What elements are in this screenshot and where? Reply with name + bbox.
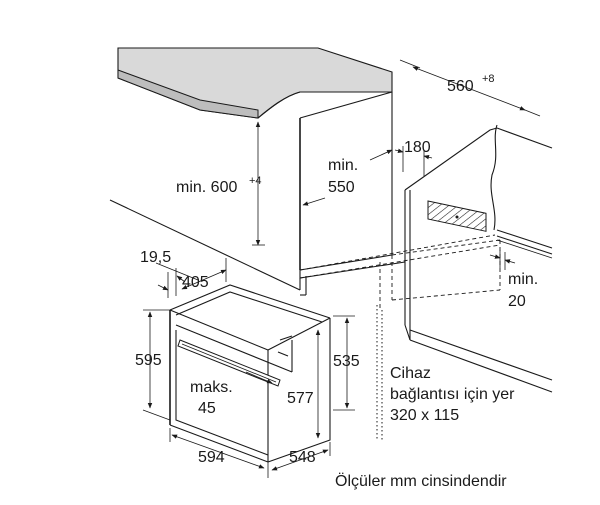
- connection-note: Cihaz bağlantısı için yer 320 x 115: [390, 365, 515, 424]
- dim-oven-height-value: 595: [135, 352, 162, 369]
- dim-oven-depth: 548: [271, 442, 331, 471]
- dim-front-offset: 19,5: [140, 249, 171, 266]
- dim-front: 19,5 405: [140, 249, 227, 298]
- dim-oven-body-height: 535: [333, 315, 360, 411]
- dim-oven-height: 595: [135, 309, 171, 421]
- dim-max: maks. 45: [190, 371, 273, 417]
- dim-max-line2: 45: [198, 400, 216, 417]
- dim-oven-depth-top: 405: [182, 274, 209, 291]
- dim-height-niche: min. 600 +4: [176, 121, 265, 246]
- right-worktop: [490, 124, 553, 259]
- niche-cabinet: [109, 91, 553, 393]
- connection-note-line2: bağlantısı için yer: [390, 386, 515, 403]
- dim-oven-width-value: 594: [198, 449, 225, 466]
- connection-note-line3: 320 x 115: [390, 407, 459, 424]
- dim-height-niche-tol: +4: [249, 175, 262, 187]
- dim-depth-niche-value: 560: [447, 78, 474, 95]
- dim-depth-niche-tol: +8: [482, 73, 495, 85]
- dim-gap-top: 180: [394, 139, 433, 176]
- dim-oven-width: 594: [169, 428, 269, 478]
- connection-note-line1: Cihaz: [390, 365, 431, 382]
- units-note: Ölçüler mm cinsindendir: [335, 472, 507, 490]
- dim-oven-inner-value: 577: [287, 390, 314, 407]
- dim-min-depth: min. 550: [302, 149, 393, 206]
- dim-min-depth-line2: 550: [328, 179, 355, 196]
- dim-max-line1: maks.: [190, 379, 233, 396]
- dim-back-gap-line1: min.: [508, 271, 538, 288]
- connection-dot: [455, 215, 459, 219]
- dim-depth-niche: 560 +8: [399, 59, 541, 117]
- dim-oven-inner: 577: [287, 329, 321, 439]
- dim-back-gap-line2: 20: [508, 293, 526, 310]
- dim-min-depth-line1: min.: [328, 157, 358, 174]
- dim-gap-top-value: 180: [404, 139, 431, 156]
- dim-back-gap: min. 20: [489, 250, 538, 310]
- dim-oven-depth-value: 548: [289, 449, 316, 466]
- dim-height-niche-value: min. 600: [176, 179, 237, 196]
- dim-oven-body-height-value: 535: [333, 353, 360, 370]
- worktop: [117, 47, 393, 119]
